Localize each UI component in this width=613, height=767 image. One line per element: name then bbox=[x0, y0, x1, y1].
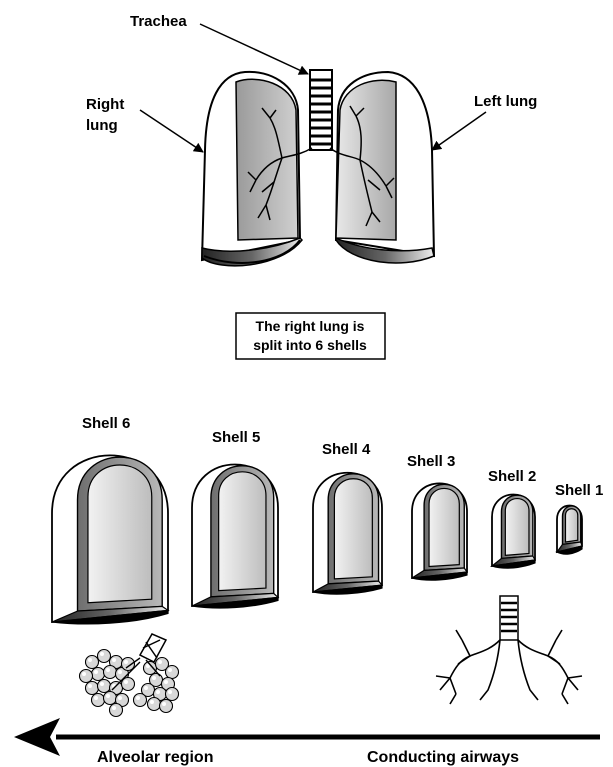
alveolar-region-label: Alveolar region bbox=[97, 749, 213, 766]
shell-5-icon bbox=[192, 464, 278, 608]
left-lung-icon bbox=[330, 72, 434, 263]
conducting-airways-label: Conducting airways bbox=[367, 749, 519, 766]
lungs-illustration: Trachea Right lung Left lung bbox=[86, 13, 537, 266]
shell-3-label: Shell 3 bbox=[407, 453, 455, 470]
shell-1-icon bbox=[557, 506, 582, 555]
shell-2-label: Shell 2 bbox=[488, 468, 536, 485]
right-lung-label-line2: lung bbox=[86, 117, 118, 134]
right-lung-icon bbox=[202, 72, 312, 266]
left-lung-label: Left lung bbox=[474, 93, 537, 110]
shell-4-icon bbox=[313, 473, 382, 594]
shell-3-icon bbox=[412, 483, 467, 580]
conducting-airways-icon bbox=[436, 596, 582, 704]
shell-5-label: Shell 5 bbox=[212, 429, 260, 446]
caption-box: The right lung is split into 6 shells bbox=[236, 313, 385, 359]
shell-6-label: Shell 6 bbox=[82, 415, 130, 432]
alveoli-icon bbox=[80, 634, 179, 717]
caption-line1: The right lung is bbox=[256, 318, 365, 334]
shell-4-label: Shell 4 bbox=[322, 441, 371, 458]
shell-6-icon bbox=[52, 455, 168, 624]
trachea-arrow bbox=[200, 24, 308, 74]
right-lung-label-line1: Right bbox=[86, 96, 124, 113]
shell-2-icon bbox=[492, 494, 535, 568]
trachea-label: Trachea bbox=[130, 13, 187, 30]
caption-line2: split into 6 shells bbox=[253, 337, 367, 353]
shell-1-label: Shell 1 bbox=[555, 482, 603, 499]
trachea-icon bbox=[310, 70, 332, 150]
left-lung-arrow bbox=[432, 112, 486, 150]
right-lung-arrow bbox=[140, 110, 203, 152]
